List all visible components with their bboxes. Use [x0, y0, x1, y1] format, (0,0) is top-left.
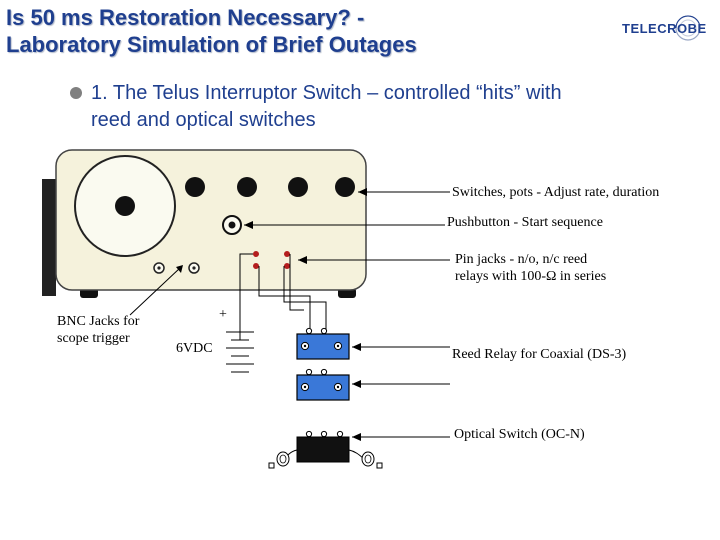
bnc-jack-2-pin — [192, 266, 196, 270]
fiber-connector-left — [268, 462, 275, 469]
slide-title-line1: Is 50 ms Restoration Necessary? - — [6, 5, 365, 30]
wire-relay2-feed — [289, 254, 304, 311]
label-pin-jacks-line2: relays with 100-Ω in series — [455, 269, 607, 284]
reed-relay-1 — [296, 327, 350, 360]
pushbutton-center — [228, 221, 236, 229]
label-bnc-line2: scope trigger — [57, 331, 130, 346]
svg-text:TELECROBE: TELECROBE — [622, 21, 707, 36]
fiber-connector-right — [376, 462, 383, 469]
control-knob-2[interactable] — [237, 177, 257, 197]
company-logo: TELECROBE — [622, 15, 707, 41]
battery-6vdc — [226, 331, 254, 373]
label-optical-switch: Optical Switch (OC-N) — [454, 427, 585, 442]
slide-title-line2: Laboratory Simulation of Brief Outages — [6, 32, 417, 57]
reed-relay-arrowhead-1 — [352, 343, 361, 351]
logo-text: TELECROBE — [622, 21, 707, 36]
label-battery-voltage: 6VDC — [176, 341, 213, 356]
reed-relay-arrowhead-2 — [352, 380, 361, 388]
label-bnc-line1: BNC Jacks for — [57, 314, 140, 329]
label-pushbutton: Pushbutton - Start sequence — [447, 215, 603, 230]
label-reed-relay: Reed Relay for Coaxial (DS-3) — [452, 347, 627, 362]
bnc-jack-1-pin — [157, 266, 161, 270]
pin-jacks-arrowhead — [298, 256, 307, 264]
fiber-coil-left — [276, 451, 290, 467]
fiber-coil-right — [361, 451, 375, 467]
bnc-arrow — [129, 267, 181, 316]
pin-jack-1[interactable] — [253, 251, 259, 257]
slide-title: Is 50 ms Restoration Necessary? - Labora… — [6, 4, 596, 58]
box-side-handle — [42, 179, 56, 296]
wire-relay1-b — [283, 266, 327, 332]
switches-arrowhead — [358, 188, 367, 196]
pin-jack-3[interactable] — [253, 263, 259, 269]
bnc-arrowhead — [176, 265, 183, 273]
bullet-dot — [70, 87, 82, 99]
bullet-line2: reed and optical switches — [91, 109, 316, 131]
dial-knob[interactable] — [115, 196, 135, 216]
label-battery-plus: + — [219, 307, 227, 322]
control-knob-3[interactable] — [288, 177, 308, 197]
control-knob-4[interactable] — [335, 177, 355, 197]
control-knob-1[interactable] — [185, 177, 205, 197]
optical-switch — [268, 430, 383, 469]
optical-switch-arrowhead — [352, 433, 361, 441]
label-switches-pots: Switches, pots - Adjust rate, duration — [452, 185, 660, 200]
reed-relay-2 — [296, 368, 350, 401]
bullet-line1: 1. The Telus Interruptor Switch – contro… — [91, 82, 562, 104]
wire-battery-feed — [239, 253, 253, 340]
pin-jack-2[interactable] — [284, 251, 290, 257]
pin-jack-4[interactable] — [284, 263, 290, 269]
pushbutton-arrowhead — [244, 221, 253, 229]
instrument-box — [42, 149, 367, 298]
label-pin-jacks-line1: Pin jacks - n/o, n/c reed — [455, 252, 588, 267]
